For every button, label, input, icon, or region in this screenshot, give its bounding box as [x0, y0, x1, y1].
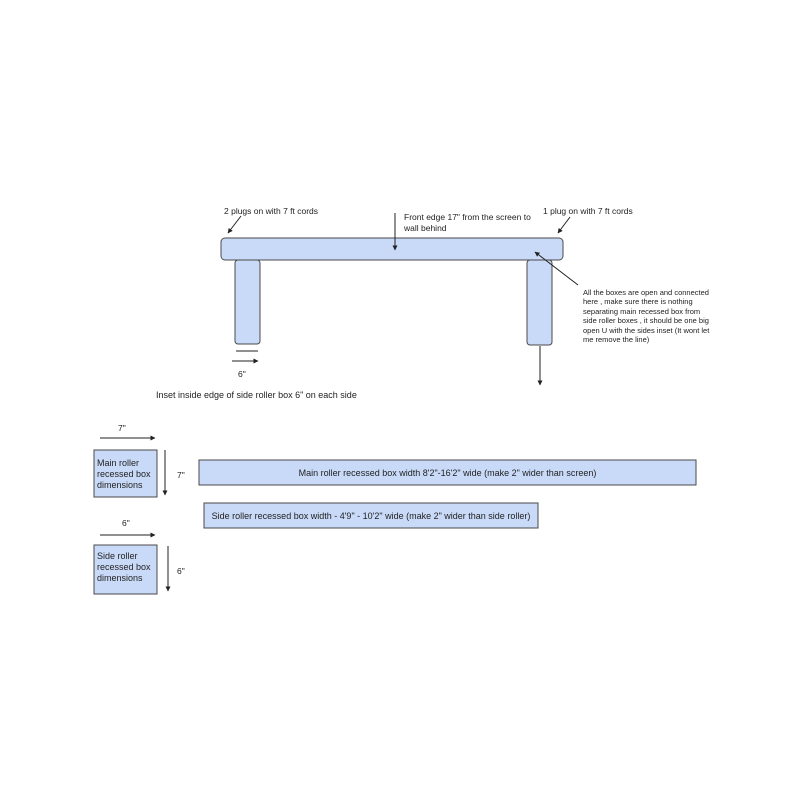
- open-connection-note: All the boxes are open and connected her…: [583, 288, 710, 345]
- main-box-label: Main roller recessed box dimensions: [97, 458, 151, 490]
- main-box-section: [93, 449, 158, 498]
- side-width-bar: [203, 502, 539, 529]
- main-box-width-dimension: 7": [118, 423, 126, 433]
- main-width-bar-label: Main roller recessed box width 8'2"-16'2…: [298, 467, 597, 478]
- side-box-height-dimension: 6": [177, 566, 185, 576]
- plugs-left-label: 2 plugs on with 7 ft cords: [224, 206, 319, 216]
- side-width-bar-label: Side roller recessed box width - 4'9" - …: [211, 510, 531, 521]
- plugs-right-label: 1 plug on with 7 ft cords: [543, 206, 633, 216]
- side-box-section: [93, 544, 158, 595]
- inset-note: Inset inside edge of side roller box 6" …: [156, 390, 357, 400]
- open-note-arrow: [534, 251, 579, 286]
- plugs-right-arrow: [557, 216, 571, 234]
- front-edge-label: Front edge 17" from the screen to wall b…: [404, 212, 531, 233]
- left-side-roller-box-shape: [234, 259, 261, 345]
- side-box-width-dimension: 6": [122, 518, 130, 528]
- side-box-label: Side roller recessed box dimensions: [97, 551, 151, 583]
- main-box-height-dimension: 7": [177, 470, 185, 480]
- main-width-bar: [198, 459, 697, 486]
- plugs-left-arrow: [227, 215, 242, 234]
- inset-dimension: 6": [238, 369, 246, 379]
- right-side-roller-box-shape: [526, 259, 553, 346]
- main-recessed-box-shape: [220, 237, 564, 261]
